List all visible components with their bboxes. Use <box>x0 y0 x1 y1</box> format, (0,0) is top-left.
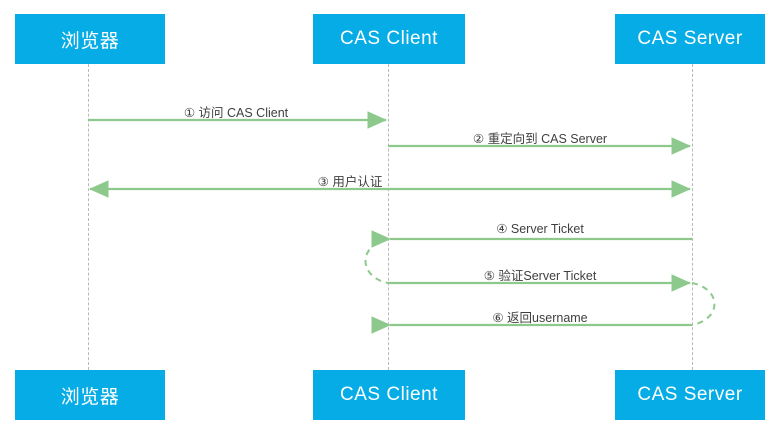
message-label-2: ② 重定向到 CAS Server <box>472 132 608 146</box>
message-label-1: ① 访问 CAS Client <box>183 106 289 120</box>
lifeline-cas-client <box>388 64 389 370</box>
message-label-6: ⑥ 返回username <box>492 311 588 325</box>
actor-box-cas-client-bottom: CAS Client <box>313 370 465 420</box>
message-label-3: ③ 用户认证 <box>317 175 383 189</box>
actor-box-browser-top: 浏览器 <box>15 14 165 64</box>
lifeline-cas-server <box>692 64 693 370</box>
self-loop-client-processing <box>364 238 389 284</box>
actor-box-cas-server-bottom: CAS Server <box>615 370 765 420</box>
self-loop-server-validating <box>691 282 716 326</box>
message-label-4: ④ Server Ticket <box>496 222 584 236</box>
actor-box-cas-server-top: CAS Server <box>615 14 765 64</box>
actor-box-cas-client-top: CAS Client <box>313 14 465 64</box>
message-label-5: ⑤ 验证Server Ticket <box>483 269 597 283</box>
lifeline-browser <box>88 64 89 370</box>
actor-box-browser-bottom: 浏览器 <box>15 370 165 420</box>
